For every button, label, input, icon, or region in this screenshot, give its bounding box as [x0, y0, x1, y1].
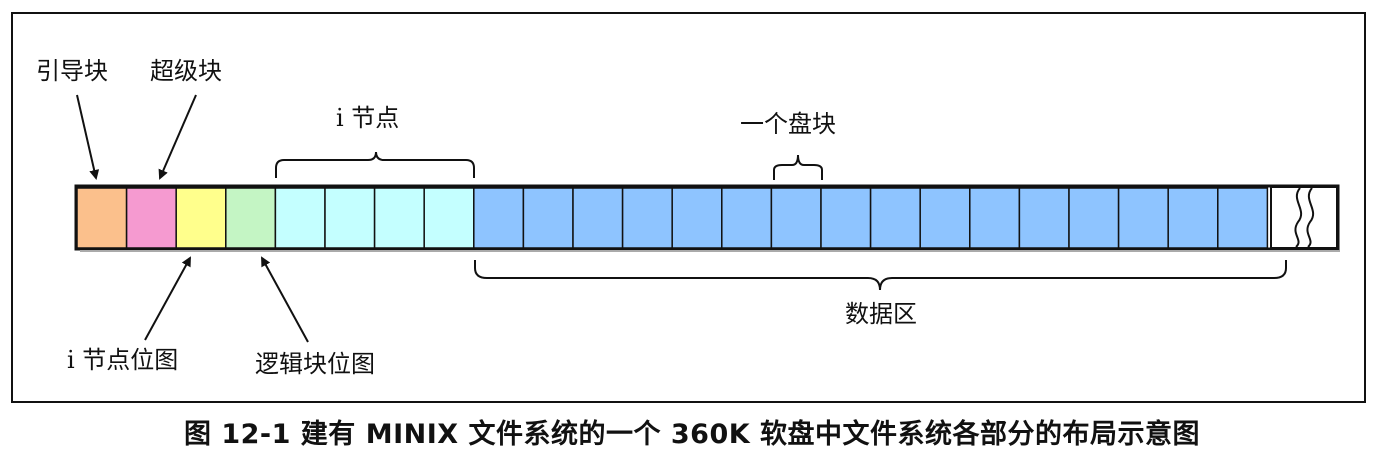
block-boot	[76, 187, 128, 249]
break-mark-right	[1306, 187, 1315, 248]
zone-bitmap-label: 逻辑块位图	[255, 350, 375, 378]
block-data	[869, 187, 921, 249]
zone-bitmap-arrow	[261, 256, 309, 343]
block-data	[1068, 187, 1120, 249]
block-data	[1167, 187, 1219, 249]
block-data	[621, 187, 673, 249]
block-data	[1217, 187, 1269, 249]
block-inode-bitmap	[175, 187, 227, 249]
figure-caption: 图 12-1 建有 MINIX 文件系统的一个 360K 软盘中文件系统各部分的…	[183, 419, 1201, 450]
tail-block	[1270, 186, 1338, 249]
block-data	[919, 187, 971, 249]
block-data	[473, 187, 525, 249]
block-data	[671, 187, 723, 249]
block-zone-bitmap	[225, 187, 277, 249]
block-data	[522, 187, 574, 249]
block-data	[969, 187, 1021, 249]
one-block-brace	[773, 154, 823, 180]
data-area-label: 数据区	[845, 300, 917, 328]
disk-tail	[1270, 186, 1338, 249]
super-block-label: 超级块	[150, 57, 222, 85]
inode-bitmap-label: i 节点位图	[67, 346, 179, 374]
super-block-arrow	[158, 94, 197, 180]
block-data	[820, 187, 872, 249]
disk-blocks	[76, 187, 1269, 249]
block-data	[572, 187, 624, 249]
break-mark-left	[1294, 187, 1303, 248]
boot-block-label: 引导块	[36, 57, 108, 85]
block-super	[125, 187, 177, 249]
block-data	[721, 187, 773, 249]
one-block-label: 一个盘块	[740, 110, 836, 138]
block-inode	[324, 187, 376, 249]
block-inode	[373, 187, 425, 249]
inode-brace	[275, 151, 475, 178]
disk-strip-border	[74, 184, 1340, 251]
inode-label: i 节点	[336, 104, 400, 132]
data-area-brace	[474, 260, 1287, 291]
block-data	[1018, 187, 1070, 249]
block-data	[1117, 187, 1169, 249]
block-inode	[274, 187, 326, 249]
inode-bitmap-arrow	[144, 256, 191, 341]
block-data	[770, 187, 822, 249]
block-inode	[423, 187, 475, 249]
boot-block-arrow	[76, 94, 100, 180]
